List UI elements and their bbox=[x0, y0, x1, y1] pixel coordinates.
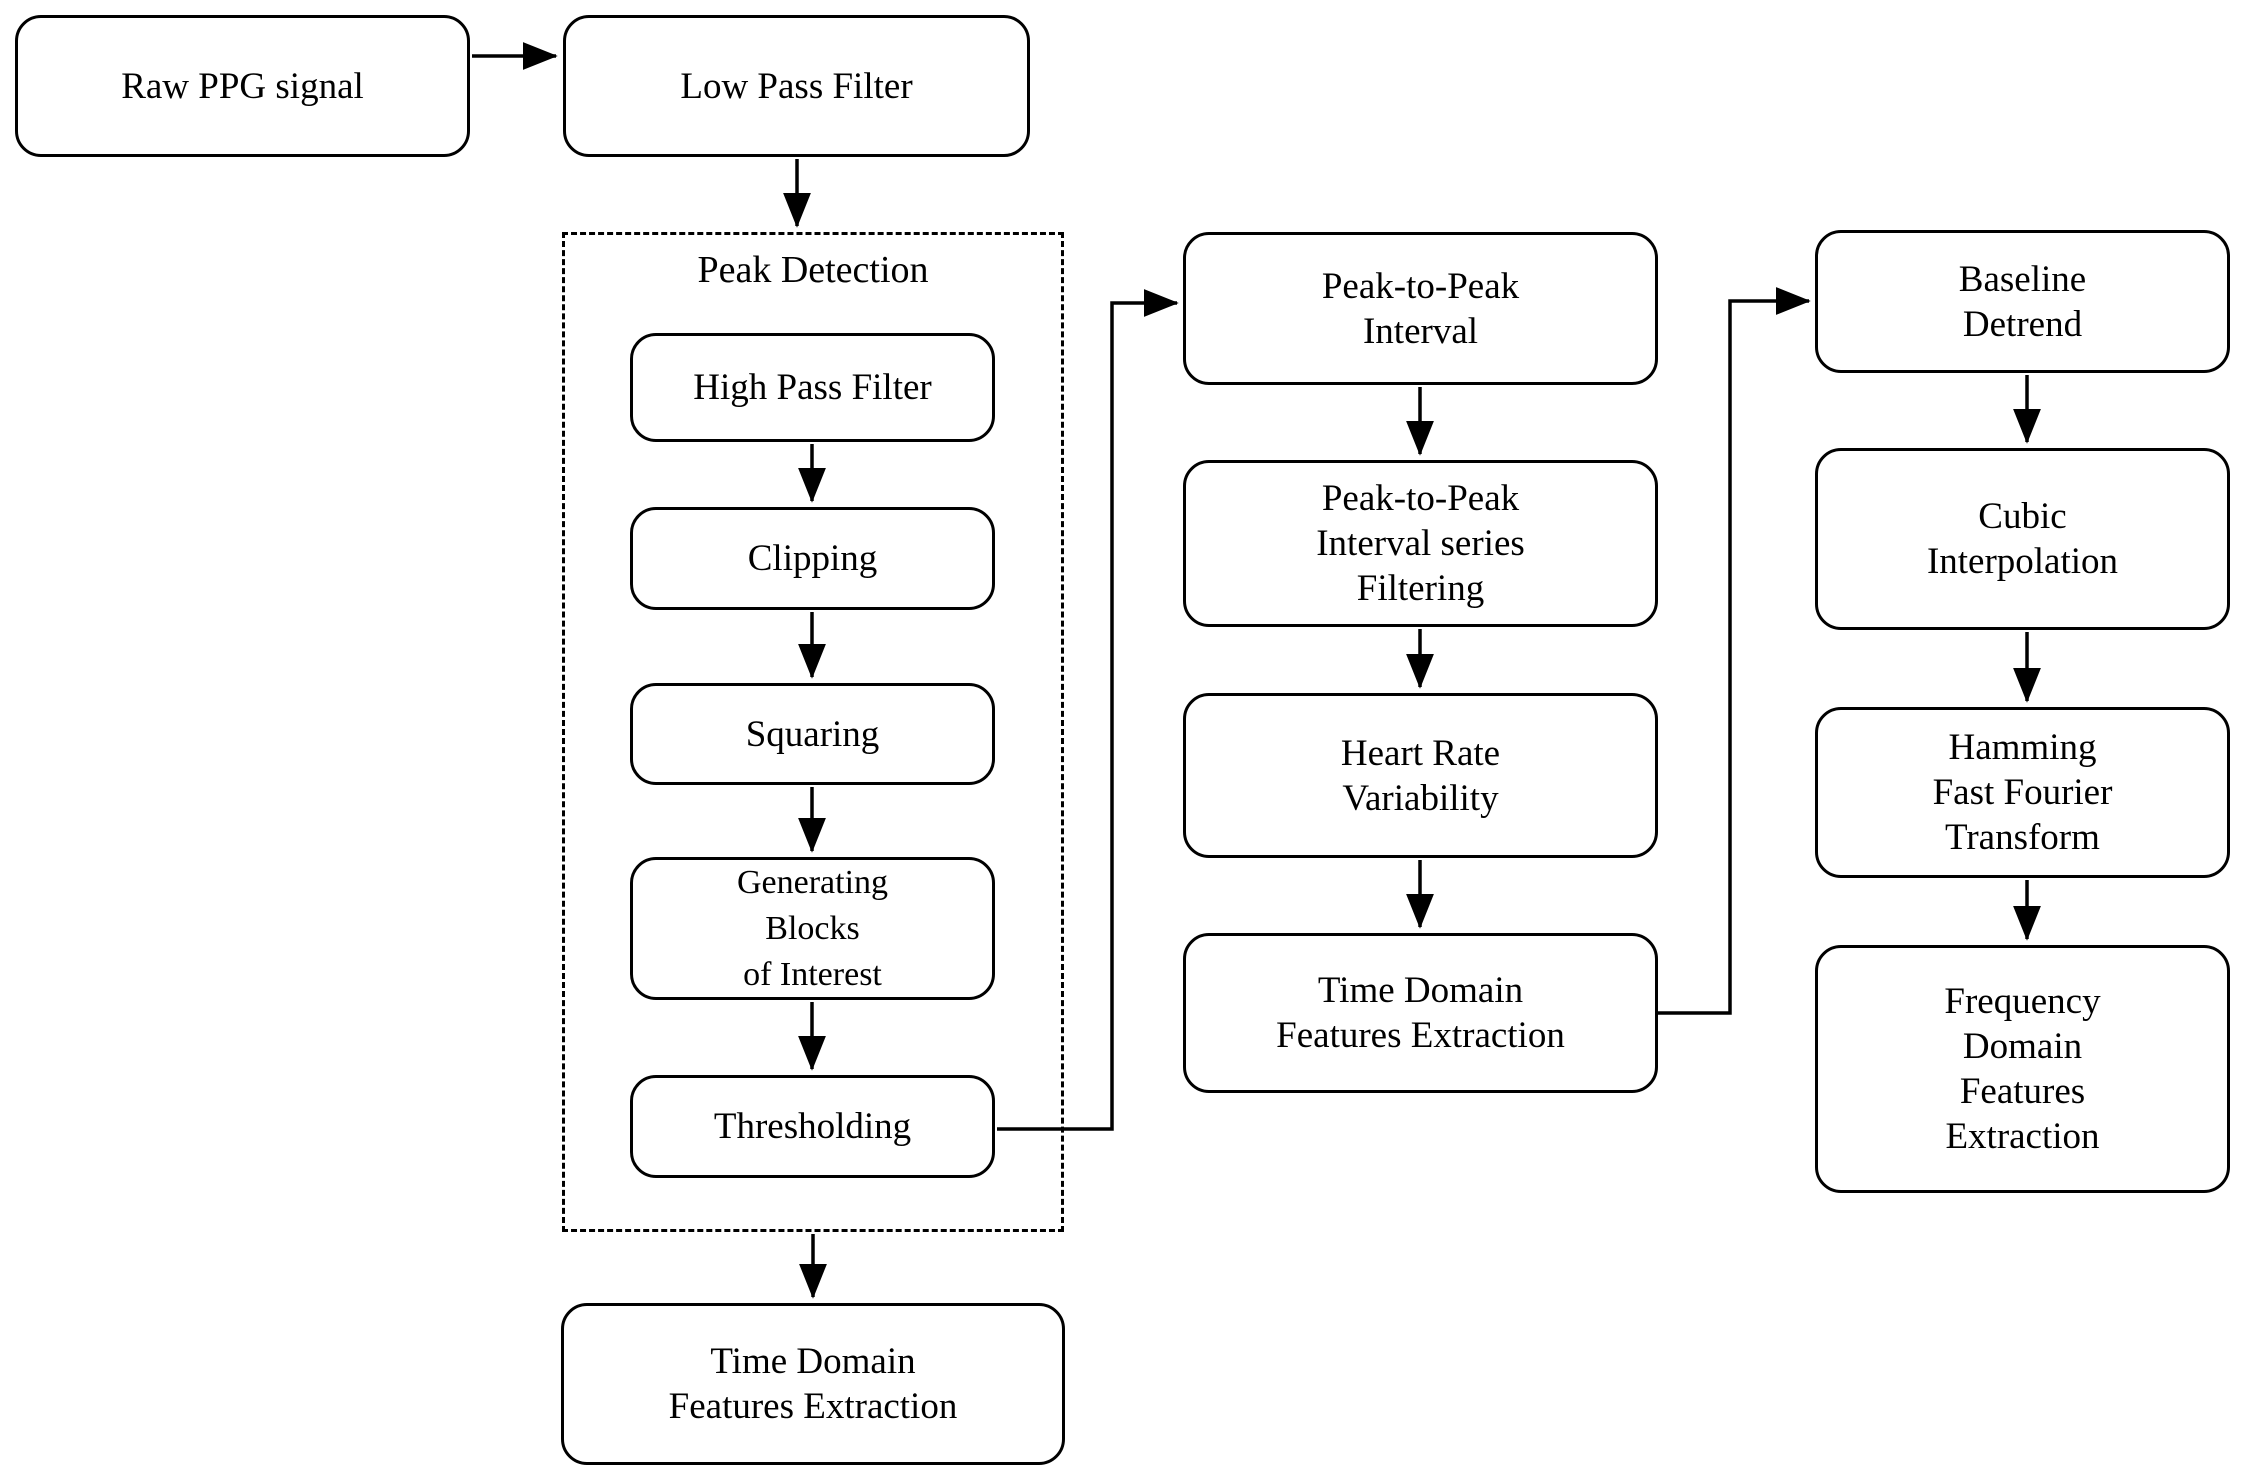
node-generating-blocks-of-interest: Generating Blocks of Interest bbox=[630, 857, 995, 1000]
node-raw-ppg-signal: Raw PPG signal bbox=[15, 15, 470, 157]
peak-detection-group: Peak Detection bbox=[562, 232, 1064, 1232]
node-hamming-fast-fourier-transform: Hamming Fast Fourier Transform bbox=[1815, 707, 2230, 878]
node-low-pass-filter: Low Pass Filter bbox=[563, 15, 1030, 157]
node-time-domain-features-extraction-bottom: Time Domain Features Extraction bbox=[561, 1303, 1065, 1465]
arrow-timedomain-mid-to-baseline bbox=[1658, 287, 1811, 1015]
peak-detection-group-title: Peak Detection bbox=[697, 249, 929, 291]
node-clipping: Clipping bbox=[630, 507, 995, 610]
node-cubic-interpolation: Cubic Interpolation bbox=[1815, 448, 2230, 630]
node-peak-to-peak-interval: Peak-to-Peak Interval bbox=[1183, 232, 1658, 385]
node-thresholding: Thresholding bbox=[630, 1075, 995, 1178]
node-frequency-domain-features-extraction: Frequency Domain Features Extraction bbox=[1815, 945, 2230, 1193]
node-high-pass-filter: High Pass Filter bbox=[630, 333, 995, 442]
node-time-domain-features-extraction-mid: Time Domain Features Extraction bbox=[1183, 933, 1658, 1093]
arrow-thresholding-to-ppi bbox=[997, 289, 1179, 1131]
node-squaring: Squaring bbox=[630, 683, 995, 785]
node-baseline-detrend: Baseline Detrend bbox=[1815, 230, 2230, 373]
node-peak-to-peak-interval-series-filtering: Peak-to-Peak Interval series Filtering bbox=[1183, 460, 1658, 627]
node-heart-rate-variability: Heart Rate Variability bbox=[1183, 693, 1658, 858]
